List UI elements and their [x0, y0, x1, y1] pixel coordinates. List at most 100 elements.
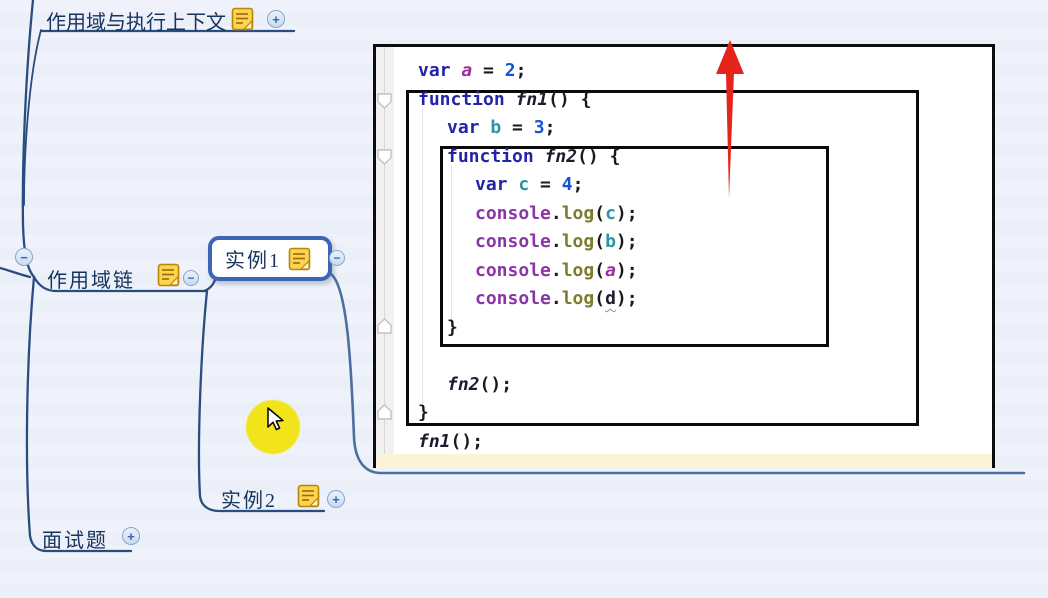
underline-scope-chain — [32, 275, 209, 293]
code-line: } — [418, 399, 638, 428]
branch-example1 — [202, 278, 217, 293]
code-token: 3 — [533, 117, 545, 138]
code-token: function — [418, 88, 505, 110]
fn1-scope-rectangle — [406, 90, 919, 426]
code-token: log — [561, 259, 595, 281]
code-token: fn1 — [418, 430, 451, 452]
branch-code-image — [329, 272, 1026, 475]
code-token: fn1 — [515, 88, 549, 110]
code-screenshot-panel[interactable]: var a = 2;function fn1() {var b = 3;func… — [373, 44, 995, 468]
fold-end-icon — [377, 318, 392, 334]
code-token: ( — [594, 288, 606, 309]
code-token: . — [550, 259, 562, 281]
code-token: function — [447, 145, 534, 167]
code-token: a — [605, 259, 616, 281]
code-line: console.log(a); — [418, 257, 638, 286]
note-icon[interactable] — [157, 263, 180, 287]
code-token — [480, 117, 491, 138]
code-token: . — [550, 231, 562, 252]
expand-button-example2[interactable]: + — [327, 490, 345, 508]
fold-end-icon — [377, 404, 392, 420]
code-token: d — [605, 288, 616, 309]
code-token: 2 — [504, 60, 516, 81]
code-token: . — [550, 288, 562, 309]
branch-interview — [25, 275, 133, 553]
code-token: console — [475, 231, 551, 252]
fold-open-icon — [377, 149, 392, 165]
branch-top-curve — [21, 0, 36, 279]
collapse-button-example1[interactable]: − — [329, 250, 345, 266]
code-line: function fn2() { — [418, 143, 638, 172]
code-line: console.log(b); — [418, 228, 638, 257]
code-token: console — [475, 202, 551, 224]
node-example2-label[interactable]: 实例2 — [221, 490, 277, 512]
code-token: c — [605, 202, 616, 224]
node-example1[interactable]: 实例1 — [208, 236, 332, 281]
node-example1-label: 实例1 — [225, 250, 281, 272]
code-token — [534, 146, 545, 167]
code-token: (); — [479, 373, 513, 395]
mouse-cursor-icon — [267, 407, 284, 431]
code-line: var c = 4; — [418, 171, 638, 200]
current-line-highlight — [376, 454, 992, 468]
code-token: ( — [594, 231, 606, 252]
code-token: ( — [594, 202, 606, 224]
code-token: ); — [615, 231, 638, 252]
code-token: a — [461, 60, 473, 81]
code-token: fn2 — [544, 145, 578, 167]
code-token: log — [561, 288, 595, 309]
indent-guide — [451, 165, 452, 330]
code-token: console — [475, 259, 551, 281]
code-token: ; — [572, 174, 584, 195]
code-token: ( — [594, 259, 606, 281]
code-token: ); — [615, 202, 638, 224]
code-line: var a = 2; — [418, 57, 638, 86]
cursor-highlight-halo — [246, 400, 300, 454]
code-line: fn1(); — [418, 428, 638, 457]
collapse-button-root[interactable]: − — [15, 248, 33, 266]
code-line: var b = 3; — [418, 114, 638, 143]
code-token — [508, 174, 519, 195]
note-icon[interactable] — [297, 484, 320, 508]
red-arrow-up-icon — [716, 40, 744, 198]
collapse-button-scope-chain[interactable]: − — [183, 270, 199, 286]
expand-button-top[interactable]: + — [267, 10, 285, 28]
branch-top-curve-2 — [23, 29, 42, 206]
note-icon[interactable] — [288, 247, 311, 271]
code-token: () { — [577, 145, 621, 167]
code-token: ); — [615, 288, 638, 309]
code-token — [451, 60, 462, 81]
code-token: var — [418, 60, 451, 81]
fold-markers — [377, 93, 392, 420]
indent-guide — [422, 109, 423, 409]
code-token: c — [518, 174, 530, 195]
code-line: fn2(); — [418, 371, 638, 400]
code-token: = — [472, 60, 505, 81]
code-token: console — [475, 288, 551, 309]
note-icon[interactable] — [231, 7, 254, 31]
code-token: fn2 — [447, 373, 480, 395]
node-interview-label[interactable]: 面试题 — [42, 530, 108, 552]
code-token — [505, 89, 516, 110]
fold-open-icon — [377, 93, 392, 109]
code-line: console.log(d); — [418, 285, 638, 314]
code-line: function fn1() { — [418, 86, 638, 115]
node-top-label[interactable]: 作用域与执行上下文 — [46, 12, 226, 34]
code-token: () { — [548, 88, 592, 110]
branch-example2 — [197, 289, 326, 513]
code-line: console.log(c); — [418, 200, 638, 229]
code-token: ); — [615, 259, 638, 281]
code-token: ; — [544, 117, 556, 138]
expand-button-interview[interactable]: + — [122, 527, 140, 545]
code-token: (); — [450, 430, 484, 452]
code-token: b — [605, 231, 616, 252]
node-scope-chain-label[interactable]: 作用域链 — [47, 270, 135, 292]
code-token: } — [447, 316, 458, 338]
code-line — [418, 342, 638, 371]
code-token: log — [561, 231, 595, 252]
code-token: = — [501, 117, 534, 138]
code-token: ; — [515, 60, 527, 81]
code-token: log — [561, 202, 595, 224]
